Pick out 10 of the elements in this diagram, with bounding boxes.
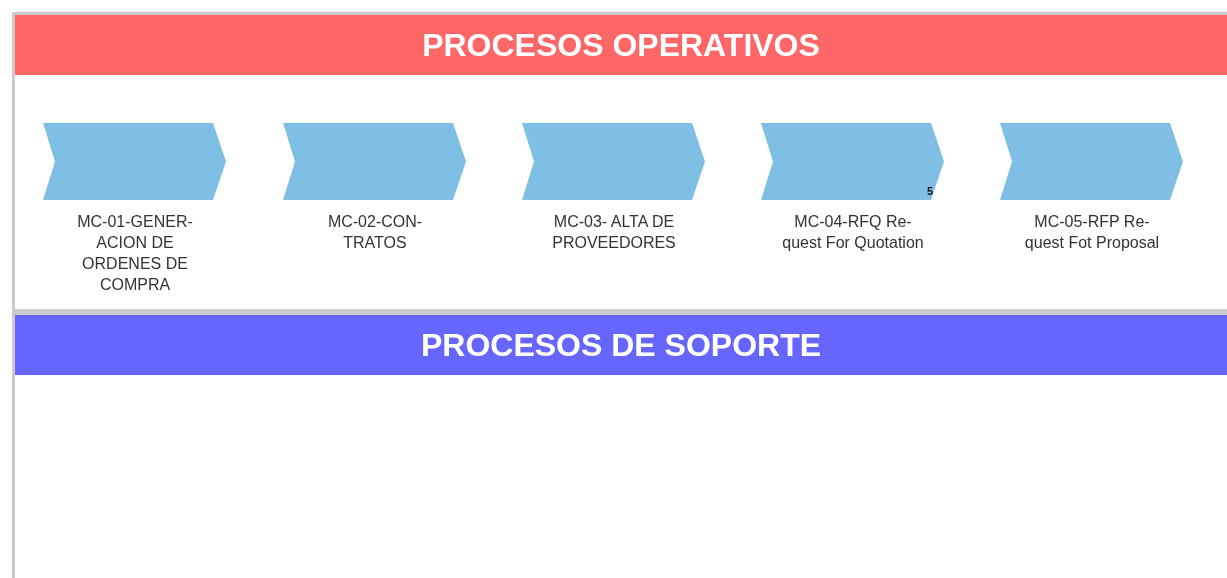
step-number: 5 bbox=[927, 185, 934, 197]
section-header: PROCESOS DE SOPORTE bbox=[15, 315, 1227, 375]
step-label: MC-05-RFP Re- quest Fot Proposal bbox=[1023, 212, 1161, 253]
step-label: MC-02-CON- TRATOS bbox=[326, 212, 424, 253]
step-label: MC-01-GENER- ACION DE ORDENES DE COMPRA bbox=[76, 212, 194, 295]
section-header: PROCESOS OPERATIVOS bbox=[15, 15, 1227, 75]
step-label: MC-04-RFQ Re- quest For Quotation bbox=[781, 212, 925, 253]
step-label: MC-03- ALTA DE PROVEEDORES bbox=[551, 212, 677, 253]
section-panel bbox=[12, 312, 1227, 578]
section-panel bbox=[12, 12, 1227, 312]
